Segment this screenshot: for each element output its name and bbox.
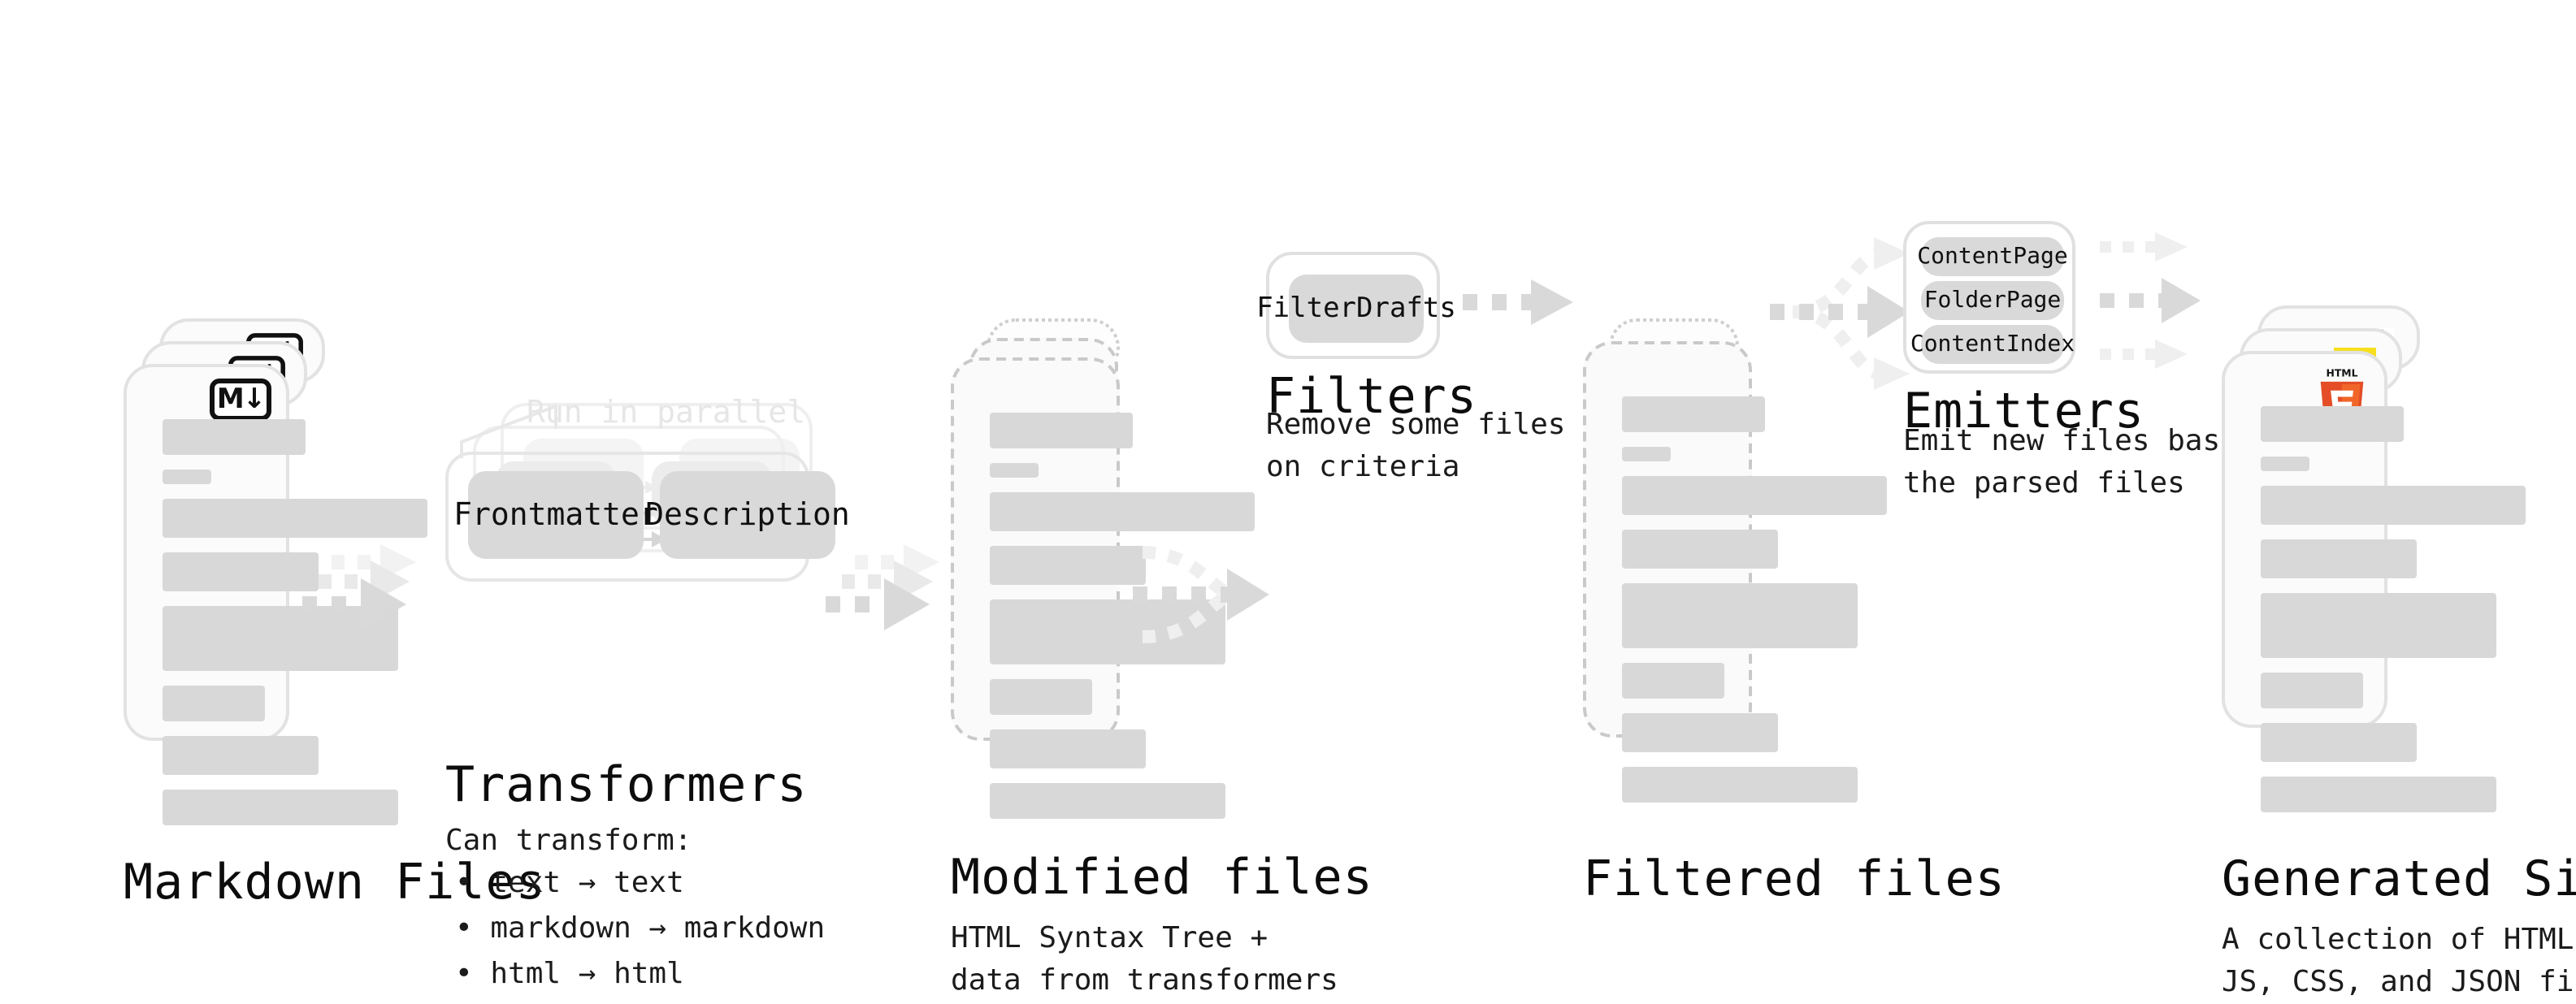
connector-markdown-to-transformers — [302, 544, 416, 630]
document-line — [1622, 396, 1765, 432]
markdown-icon: M↓ — [210, 379, 271, 421]
document-line — [2261, 457, 2309, 471]
document-lines — [163, 419, 427, 840]
document-line — [163, 419, 306, 455]
filtered-card-front — [1583, 341, 1887, 803]
document-line — [990, 783, 1225, 819]
document-line — [1622, 530, 1778, 569]
document-line — [990, 413, 1133, 448]
document-line — [990, 492, 1255, 531]
document-line — [163, 686, 265, 721]
filters-box: FilterDrafts — [1256, 252, 1456, 359]
document-lines — [1622, 396, 1887, 817]
emitters-title: Emitters — [1903, 383, 2144, 440]
document-line — [163, 499, 427, 538]
filters-title: Filters — [1266, 369, 1477, 426]
markdown-card-front: M↓ — [124, 364, 427, 825]
document-line — [1622, 447, 1671, 461]
document-line — [990, 729, 1146, 768]
run-in-parallel-leader — [460, 404, 557, 458]
document-line — [163, 736, 319, 775]
connector-transformers-to-modified — [826, 544, 939, 630]
diagram-canvas: M↓ M↓ M↓ Markdown Files — [124, 221, 2576, 999]
plugin-contentindex[interactable]: ContentIndex — [1910, 325, 2075, 364]
modified-files-subtitle: HTML Syntax Tree + data from transformer… — [951, 921, 1338, 998]
connector-emitters-to-site — [2100, 232, 2201, 369]
filtered-files-title: Filtered files — [1583, 851, 2006, 908]
document-line — [2261, 723, 2417, 762]
modified-card-front — [951, 357, 1255, 819]
modified-files-title: Modified files — [951, 850, 1373, 907]
document-line — [1622, 583, 1858, 648]
document-line — [990, 463, 1039, 478]
connector-modified-to-filters — [1133, 546, 1269, 643]
document-line — [163, 470, 211, 484]
document-line — [990, 546, 1146, 585]
document-line — [2261, 539, 2417, 578]
transformers-title: Transformers — [445, 757, 808, 814]
plugin-contentpage[interactable]: ContentPage — [1917, 237, 2068, 276]
site-card-html: HTML — [2222, 351, 2526, 812]
document-line — [1622, 476, 1887, 515]
document-line — [2261, 486, 2526, 525]
document-lines — [2261, 406, 2526, 827]
document-line — [2261, 593, 2496, 658]
document-line — [1622, 663, 1724, 699]
plugin-folderpage[interactable]: FolderPage — [1921, 281, 2064, 320]
transformers-bullets: • text → text • markdown → markdown • ht… — [455, 866, 826, 991]
document-line — [2261, 777, 2496, 812]
document-lines — [990, 413, 1255, 833]
emitters-box: ContentPage FolderPage ContentIndex — [1903, 221, 2075, 374]
document-line — [1622, 713, 1778, 752]
plugin-frontmatter[interactable]: Frontmatter — [453, 471, 658, 559]
plugin-description[interactable]: Description — [645, 471, 850, 559]
transformers-subtitle: Can transform: — [445, 824, 692, 858]
document-line — [163, 790, 398, 825]
svg-text:HTML: HTML — [2327, 368, 2358, 379]
document-line — [1622, 767, 1858, 803]
document-line — [163, 606, 398, 671]
document-line — [2261, 673, 2363, 708]
document-line — [990, 679, 1092, 715]
plugin-filterdrafts[interactable]: FilterDrafts — [1256, 275, 1456, 343]
document-line — [990, 599, 1225, 664]
connector-filters-to-filtered — [1463, 279, 1573, 325]
generated-site-title: Generated Site — [2222, 851, 2576, 908]
generated-site-subtitle: A collection of HTML, JS, CSS, and JSON … — [2222, 923, 2576, 1000]
document-line — [2261, 406, 2404, 442]
run-in-parallel-label: Run in parallel — [527, 395, 806, 431]
document-line — [163, 552, 319, 591]
connector-filtered-to-emitters — [1770, 237, 1910, 390]
